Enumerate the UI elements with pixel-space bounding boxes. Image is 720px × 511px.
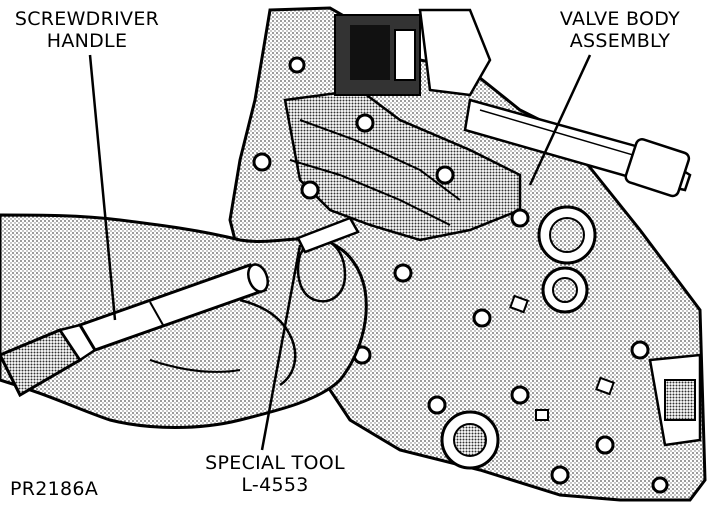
figure-code: PR2186A: [10, 478, 99, 500]
special-tool: [296, 216, 360, 254]
leader-lines: [88, 54, 592, 451]
screwdriver-label-line1: SCREWDRIVER: [14, 8, 160, 30]
valve-body-label-line1: VALVE BODY: [559, 8, 681, 30]
screwdriver: [0, 263, 269, 398]
screwdriver-label-line2: HANDLE: [46, 30, 128, 52]
valve-body-assembly-label: VALVE BODY ASSEMBLY: [545, 8, 695, 52]
port-squares: [509, 294, 615, 421]
screwdriver-handle-label: SCREWDRIVER HANDLE: [2, 8, 172, 52]
valve-body-label-line2: ASSEMBLY: [569, 30, 671, 52]
special-tool-label: SPECIAL TOOL L-4553: [180, 452, 370, 496]
special-tool-label-line2: L-4553: [241, 474, 309, 496]
upper-bracket: [283, 88, 522, 242]
special-tool-label-line1: SPECIAL TOOL: [205, 452, 345, 474]
hand: [0, 213, 368, 429]
